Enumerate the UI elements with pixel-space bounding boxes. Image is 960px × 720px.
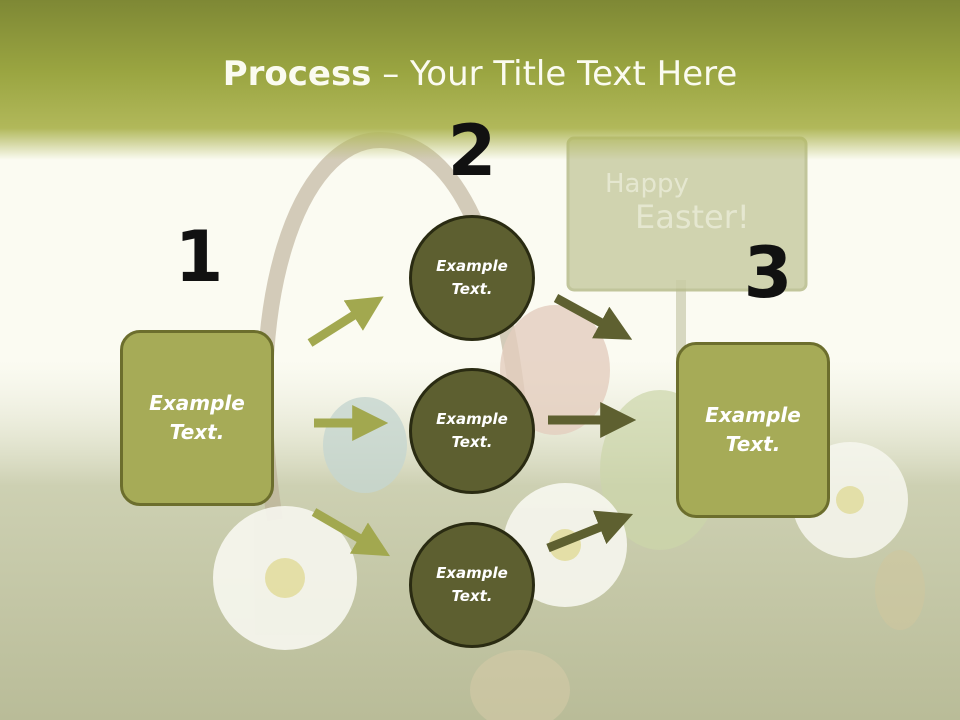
step-number-3: 3 — [743, 232, 793, 314]
circle-step-2: Example Text. — [409, 368, 535, 494]
circle-2-label: Example Text. — [436, 410, 508, 451]
daisy-icon — [213, 506, 357, 650]
arrow-to-circle-1 — [307, 296, 384, 347]
sign-line1: Happy — [605, 169, 689, 199]
arrow-from-circle-3 — [546, 510, 634, 553]
right-box-label: Example Text. — [705, 403, 801, 456]
title-rest: – Your Title Text Here — [371, 54, 738, 94]
sign-line2: Easter! — [635, 198, 750, 236]
step-number-1: 1 — [174, 216, 224, 298]
circle-1-label: Example Text. — [436, 257, 508, 298]
step-number-2: 2 — [447, 110, 497, 192]
circle-step-3: Example Text. — [409, 522, 535, 648]
arrow-to-circle-3 — [311, 508, 391, 557]
left-step-box: Example Text. — [120, 330, 274, 506]
circle-step-1: Example Text. — [409, 215, 535, 341]
arrow-from-circle-1 — [553, 294, 633, 340]
page-title: Process – Your Title Text Here — [0, 52, 960, 96]
title-bold: Process — [222, 54, 372, 94]
header-band — [0, 0, 960, 160]
circle-3-label: Example Text. — [436, 564, 508, 605]
right-step-box: Example Text. — [676, 342, 830, 518]
left-box-label: Example Text. — [149, 391, 245, 444]
